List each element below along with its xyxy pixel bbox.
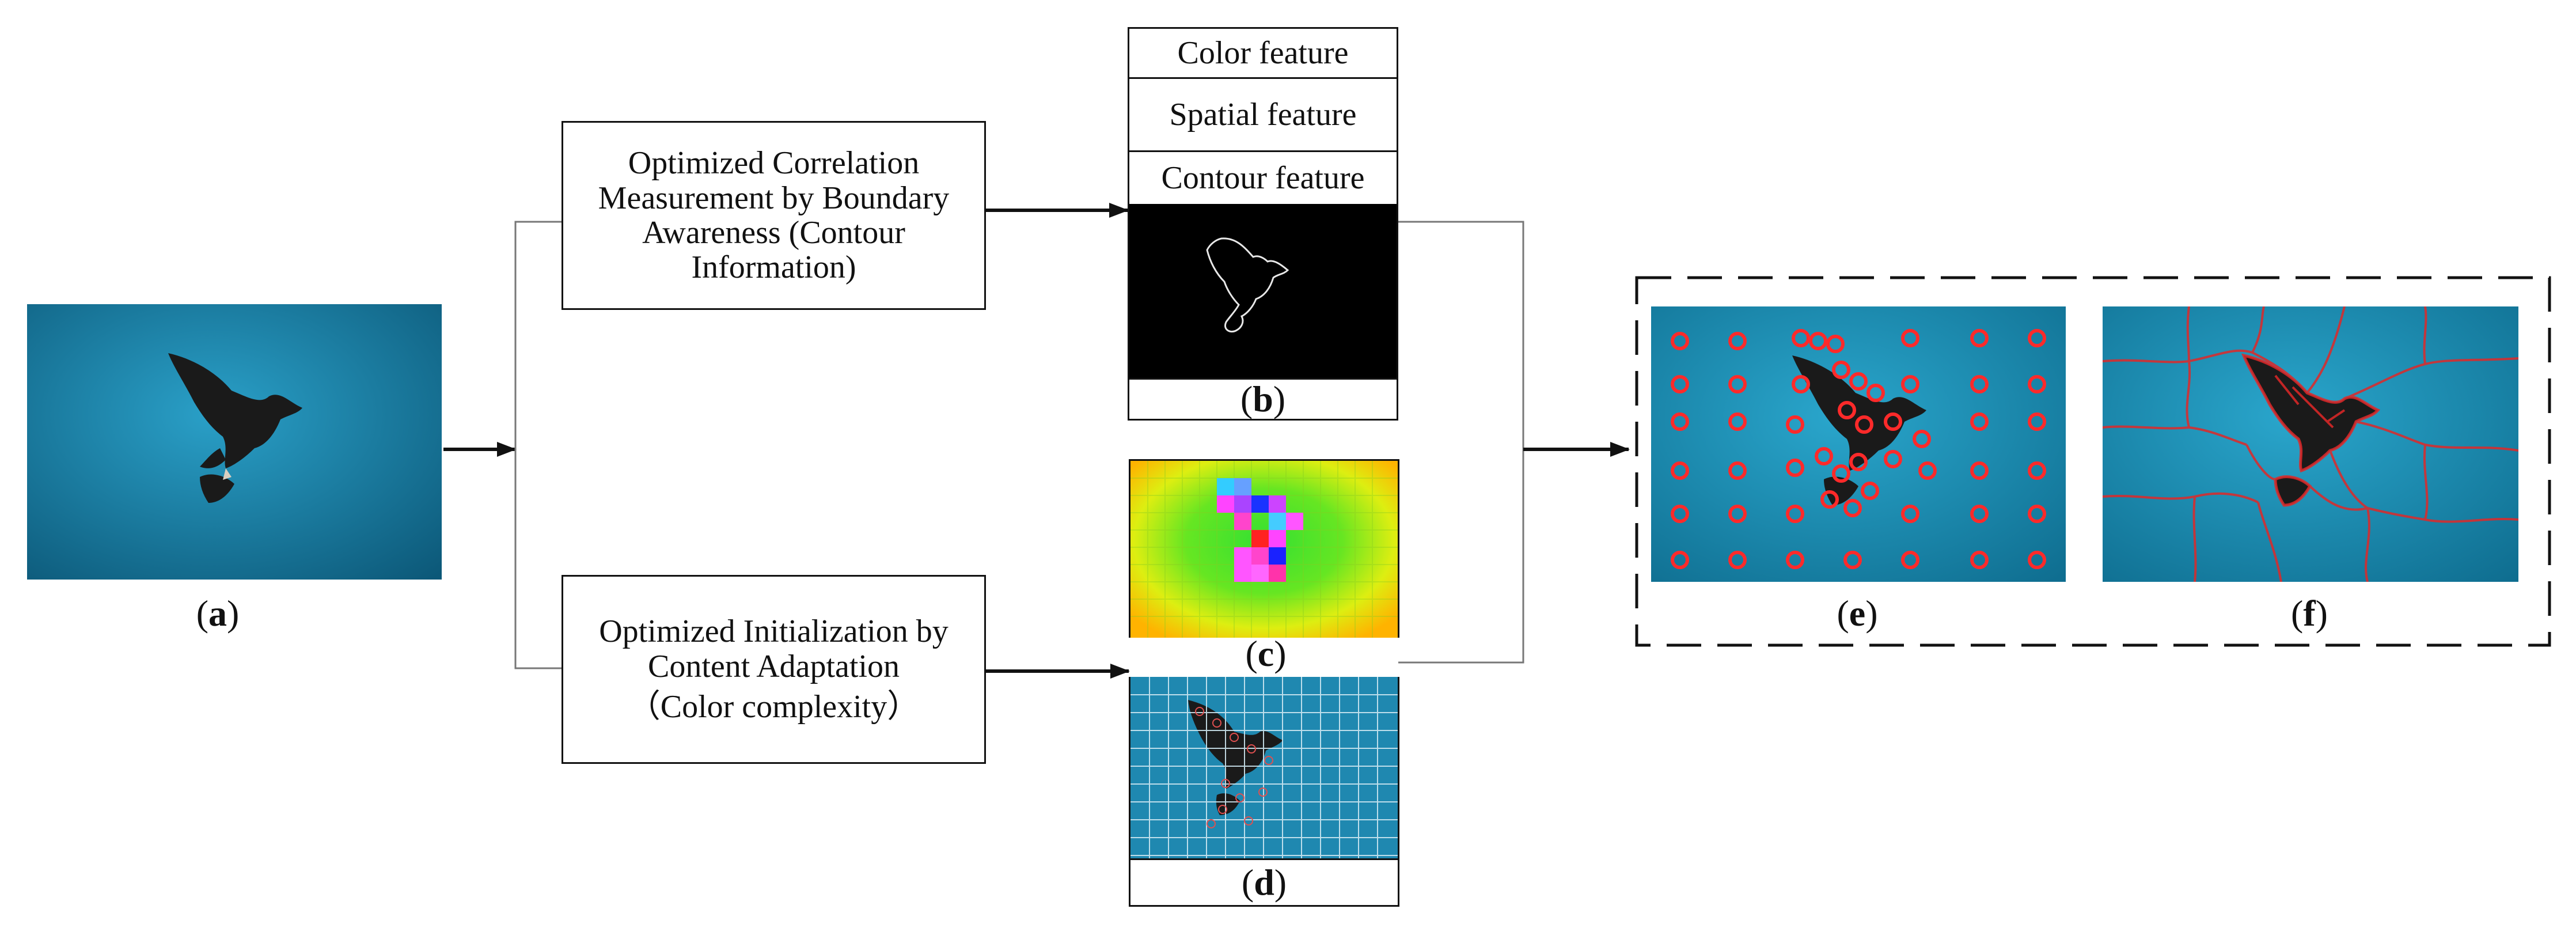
caption-b-box: (b) — [1128, 378, 1398, 421]
merge-line — [1398, 221, 1524, 664]
feature-color: Color feature — [1128, 27, 1398, 79]
input-image-a — [27, 304, 442, 580]
grid-seeded-eagle — [1130, 677, 1398, 860]
segmentation-image-f — [2103, 306, 2518, 582]
color-complexity-heatmap — [1130, 461, 1398, 638]
eagle-icon — [168, 353, 302, 503]
grid-image-d — [1129, 677, 1399, 860]
caption-d: d — [1254, 862, 1274, 903]
caption-f: (f) — [2291, 593, 2328, 634]
eagle-icon — [1792, 355, 1926, 505]
contour-image-b — [1128, 204, 1398, 380]
caption-b: b — [1253, 378, 1273, 419]
contour-outline — [1206, 237, 1289, 333]
box-boundary-awareness: Optimized Correlation Measurement by Bou… — [562, 121, 986, 310]
superpixel-boundaries — [2103, 306, 2518, 582]
caption-e: (e) — [1837, 593, 1878, 634]
eagle-icon — [2244, 355, 2378, 505]
eagle-photo-a — [27, 304, 442, 580]
box-content-adaptation-subtext: （Color complexity） — [628, 689, 920, 725]
seeded-eagle-e — [1651, 306, 2066, 582]
caption-d-box: (d) — [1129, 858, 1399, 907]
results-frame — [1635, 276, 2551, 647]
feature-spatial: Spatial feature — [1128, 77, 1398, 152]
heatmap-image-c — [1129, 459, 1399, 638]
caption-c: (c) — [1245, 633, 1287, 674]
box-content-adaptation: Optimized Initialization by Content Adap… — [562, 575, 986, 764]
box-content-adaptation-text: Optimized Initialization by Content Adap… — [599, 614, 949, 684]
feature-contour: Contour feature — [1128, 150, 1398, 206]
eagle-icon — [1188, 700, 1283, 815]
seed-image-e — [1651, 306, 2066, 582]
caption-a: (a) — [196, 593, 240, 634]
box-boundary-awareness-text: Optimized Correlation Measurement by Bou… — [598, 145, 950, 286]
superpixel-eagle-f — [2103, 306, 2518, 582]
seed-circles — [1671, 329, 2046, 569]
heatmap-hot-cells — [1217, 478, 1303, 582]
split-line — [514, 221, 562, 669]
